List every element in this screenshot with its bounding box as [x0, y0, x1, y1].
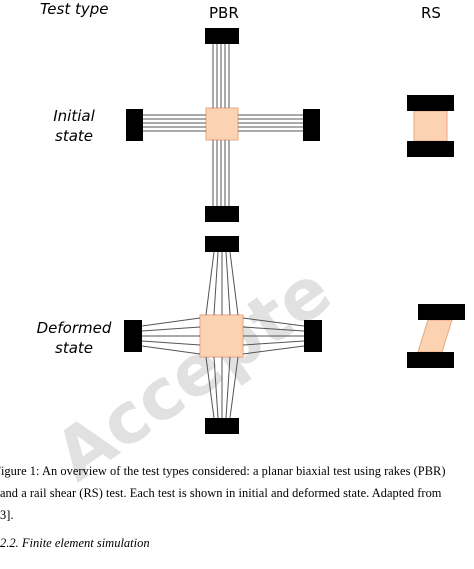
clamp-block [205, 236, 239, 252]
header-pbr: PBR [209, 4, 239, 22]
row-label-deformed: Deformed state [19, 318, 129, 358]
clamp-block [303, 109, 320, 141]
row-label-initial-line2: state [55, 127, 93, 145]
figure-caption: Figure 1: An overview of the test types … [0, 460, 474, 526]
clamp-block [205, 206, 239, 222]
rake-wire [213, 251, 219, 316]
section-heading: 2.2. Finite element simulation [0, 536, 150, 550]
specimen-square [199, 314, 244, 358]
clamp-block [418, 304, 465, 320]
rs-initial-diagram [407, 95, 454, 157]
header-test-type: Test type [40, 0, 109, 18]
row-label-deformed-line1: Deformed [36, 319, 112, 337]
caption-line-1: Figure 1: An overview of the test types … [0, 464, 446, 478]
header-rs: RS [421, 4, 441, 22]
clamp-block [124, 320, 142, 352]
rake-wire [141, 326, 201, 332]
rake-wire [229, 356, 239, 419]
clamp-block [205, 418, 239, 434]
rake-wire [242, 340, 305, 346]
rake-wire [141, 340, 201, 346]
rake-wire [141, 345, 201, 355]
row-label-deformed-line2: state [55, 339, 93, 357]
test-types-figure [124, 28, 465, 434]
rake-wire [229, 251, 239, 316]
rake-wire [213, 356, 219, 419]
caption-line-2: and a rail shear (RS) test. Each test is… [0, 486, 442, 500]
clamp-block [407, 95, 454, 111]
specimen-square [413, 110, 448, 142]
rs-deformed-diagram [407, 304, 465, 368]
clamp-block [407, 352, 454, 368]
clamp-block [126, 109, 143, 141]
rake-wire [242, 317, 305, 327]
pbr-initial-diagram [126, 28, 320, 222]
rake-wire [205, 356, 215, 419]
rake-wire [225, 356, 231, 419]
rake-wire [205, 251, 215, 316]
caption-line-3: 3]. [0, 508, 14, 522]
rake-wire [141, 317, 201, 327]
sheared-specimen [417, 319, 453, 353]
specimen-square [205, 107, 239, 141]
clamp-block [407, 141, 454, 157]
rake-wire [225, 251, 231, 316]
row-label-initial-line1: Initial [53, 107, 95, 125]
clamp-block [304, 320, 322, 352]
rake-wire [242, 326, 305, 332]
clamp-block [205, 28, 239, 44]
rake-wire [242, 345, 305, 355]
pbr-deformed-diagram [124, 236, 322, 434]
row-label-initial: Initial state [19, 106, 129, 146]
